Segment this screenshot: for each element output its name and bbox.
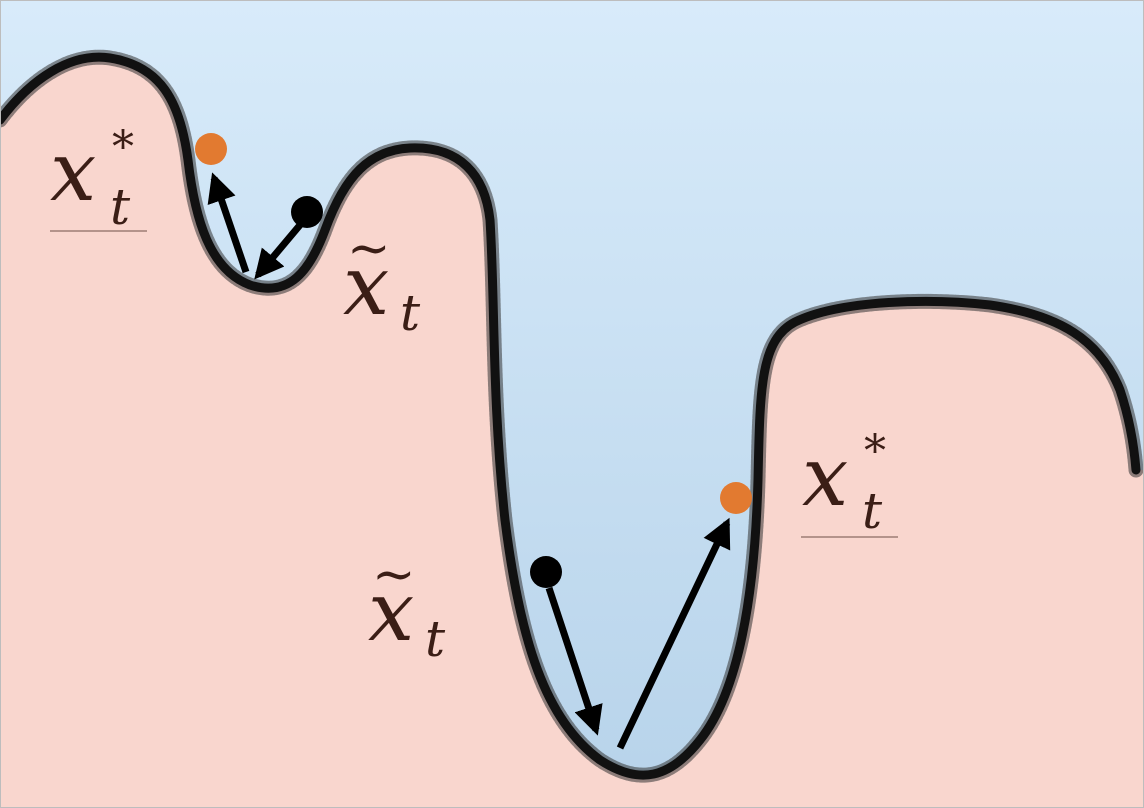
arrow-up-large-well [616, 517, 731, 750]
ground-region [0, 57, 1144, 808]
target-point-large-well [720, 482, 752, 514]
target-point-small-well [195, 133, 227, 165]
arrow-down-small-well [254, 222, 303, 280]
start-point-small-well [291, 196, 323, 228]
svg-text:t: t [862, 482, 883, 540]
svg-text:x: x [802, 430, 848, 525]
svg-text:t: t [425, 610, 446, 668]
label-start-top: x ~ t [343, 219, 421, 342]
svg-text:x: x [368, 565, 414, 660]
start-point-large-well [530, 556, 562, 588]
label-target-top-left: x * t [50, 122, 147, 236]
svg-text:t: t [110, 178, 131, 236]
svg-text:t: t [400, 284, 421, 342]
svg-text:x: x [343, 239, 389, 334]
svg-text:~: ~ [347, 219, 391, 279]
arrow-up-small-well [207, 172, 250, 274]
svg-text:*: * [112, 122, 134, 173]
svg-text:x: x [50, 125, 96, 220]
landscape-curve [0, 52, 1141, 780]
svg-text:~: ~ [372, 545, 416, 605]
svg-text:*: * [864, 426, 886, 477]
arrow-down-large-well [545, 586, 603, 736]
label-start-bottom: x ~ t [368, 545, 446, 668]
label-target-right: x * t [801, 426, 898, 540]
